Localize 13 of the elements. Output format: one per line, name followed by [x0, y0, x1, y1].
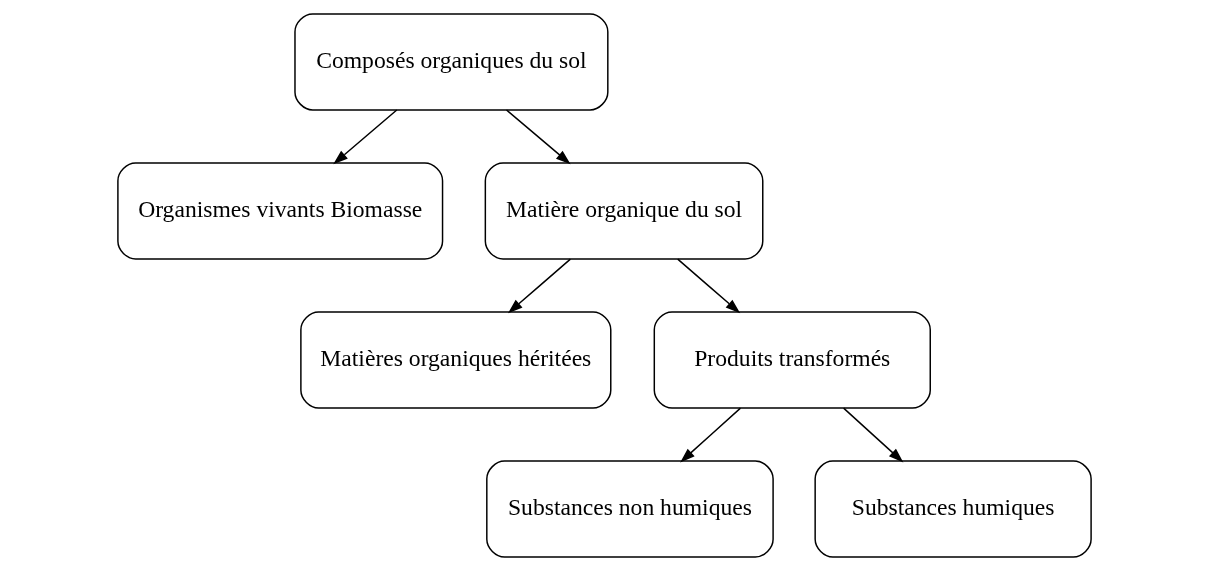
- arrow: [507, 258, 571, 314]
- node-box: Substances humiques: [813, 460, 1092, 558]
- arrow: [842, 407, 903, 463]
- node-box: Matières organiques héritées: [299, 311, 611, 409]
- node-box: Substances non humiques: [485, 460, 774, 558]
- node-box: Matière organique du sol: [484, 162, 763, 260]
- arrow: [505, 109, 571, 165]
- arrow: [332, 109, 397, 165]
- node-box: Organismes vivants Biomasse: [116, 162, 443, 260]
- arrow: [679, 407, 741, 463]
- node-box: Composés organiques du sol: [293, 13, 609, 111]
- node-box: Produits transformés: [653, 311, 931, 409]
- arrow: [676, 258, 740, 314]
